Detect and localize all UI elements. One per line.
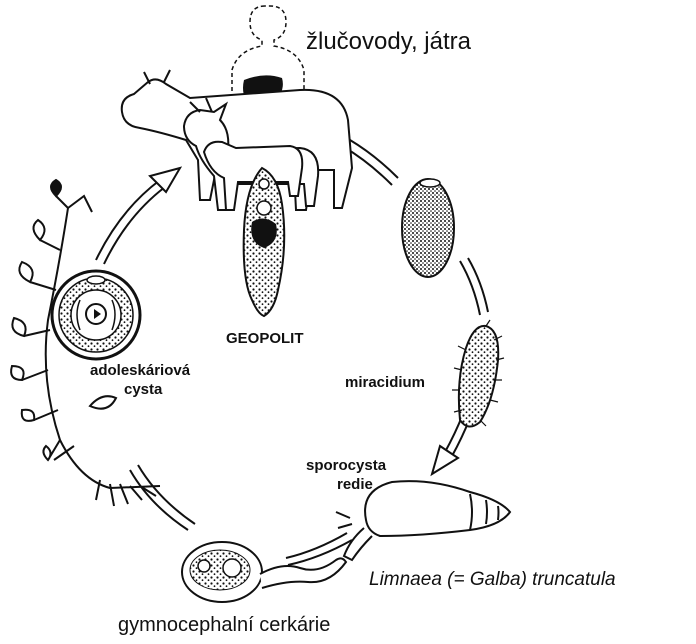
miracidium-label: miracidium (345, 374, 425, 391)
host-organs-label: žlučovody, játra (306, 28, 471, 56)
cercaria-label: gymnocephalní cerkárie (118, 614, 330, 637)
cyst-icon (52, 271, 140, 359)
egg-icon (402, 179, 454, 277)
cercaria-icon (182, 542, 346, 602)
adult-stage-label: GEOPOLIT (226, 330, 304, 347)
snail-stage-label-line1: sporocysta (306, 457, 386, 474)
adult-fluke-icon (244, 168, 285, 316)
miracidium-icon (452, 320, 504, 427)
cyst-label-line1: adoleskáriová (90, 362, 190, 379)
cyst-label-line2: cysta (124, 381, 162, 398)
snail-species-label: Limnaea (= Galba) truncatula (369, 569, 616, 591)
snail-stage-label-line2: redie (337, 476, 373, 493)
